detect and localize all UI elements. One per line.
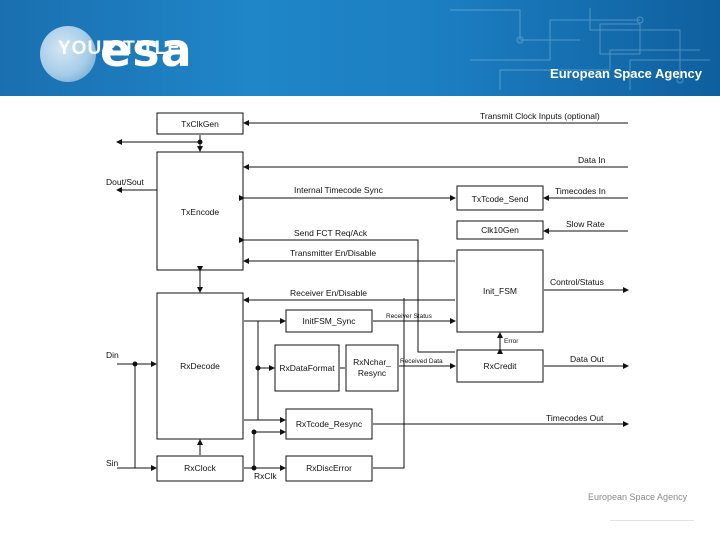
rxnchar-resync-block	[345, 344, 399, 392]
txclkgen-label: TxClkGen	[181, 119, 219, 129]
received-data-label: Received Data	[400, 358, 443, 365]
rxdataformat-block	[274, 344, 340, 392]
timecodes-out-label: Timecodes Out	[546, 413, 604, 423]
data-in-label: Data In	[578, 155, 606, 165]
init-fsm-label: Init_FSM	[483, 286, 517, 296]
sin-label: Sin	[106, 458, 119, 468]
slow-rate-label: Slow Rate	[566, 219, 605, 229]
title-overlay: YOUR TITLE	[58, 38, 181, 59]
timecodes-in-label: Timecodes In	[555, 186, 606, 196]
rxdiscerror-block	[285, 455, 373, 482]
rxnchar-label-2: Resync	[358, 368, 387, 378]
rxtcode-resync-label: RxTcode_Resync	[296, 419, 363, 429]
circuit-pattern	[450, 8, 710, 90]
receiver-status-label: Receiver Status	[386, 313, 433, 320]
send-fct-line	[239, 237, 455, 353]
esa-logo-text: esa	[100, 23, 193, 77]
rxdecode-label: RxDecode	[180, 361, 220, 371]
transmitter-en-label: Transmitter En/Disable	[290, 248, 376, 258]
initfsm-sync-block	[285, 309, 373, 333]
esa-logo-disc	[40, 26, 96, 82]
rxclock-label: RxClock	[184, 463, 216, 473]
header-banner: esa YOUR TITLE European Space Agency	[0, 0, 720, 96]
data-out-label: Data Out	[570, 354, 605, 364]
rxnchar-label-1: RxNchar_	[353, 357, 391, 367]
rxclk-label: RxClk	[254, 471, 277, 481]
disc-error-line	[373, 298, 405, 469]
receiver-en-label: Receiver En/Disable	[290, 288, 367, 298]
spacewire-block-diagram: TxClkGen TxEncode TxTcode_Send Clk10Gen …	[106, 111, 629, 482]
rxcredit-label: RxCredit	[483, 361, 517, 371]
txtcode-send-label: TxTcode_Send	[472, 194, 529, 204]
agency-name-header: European Space Agency	[550, 66, 702, 81]
rxtcode-resync-block	[285, 408, 373, 440]
footer-divider	[610, 520, 694, 521]
rxdiscerror-label: RxDiscError	[306, 463, 352, 473]
txencode-label: TxEncode	[181, 207, 220, 217]
transmit-clock-label: Transmit Clock Inputs (optional)	[480, 111, 600, 121]
clk10gen-label: Clk10Gen	[481, 225, 519, 235]
initfsm-sync-label: InitFSM_Sync	[303, 316, 357, 326]
rxclock-block	[156, 455, 244, 482]
send-fct-label: Send FCT Req/Ack	[294, 228, 368, 238]
error-label: Error	[504, 338, 519, 345]
rxdataformat-label: RxDataFormat	[279, 363, 335, 373]
internal-timecode-sync-label: Internal Timecode Sync	[294, 185, 384, 195]
dout-sout-label: Dout/Sout	[106, 177, 144, 187]
control-status-label: Control/Status	[550, 277, 604, 287]
din-label: Din	[106, 350, 119, 360]
footer-agency-name: European Space Agency	[588, 492, 688, 502]
